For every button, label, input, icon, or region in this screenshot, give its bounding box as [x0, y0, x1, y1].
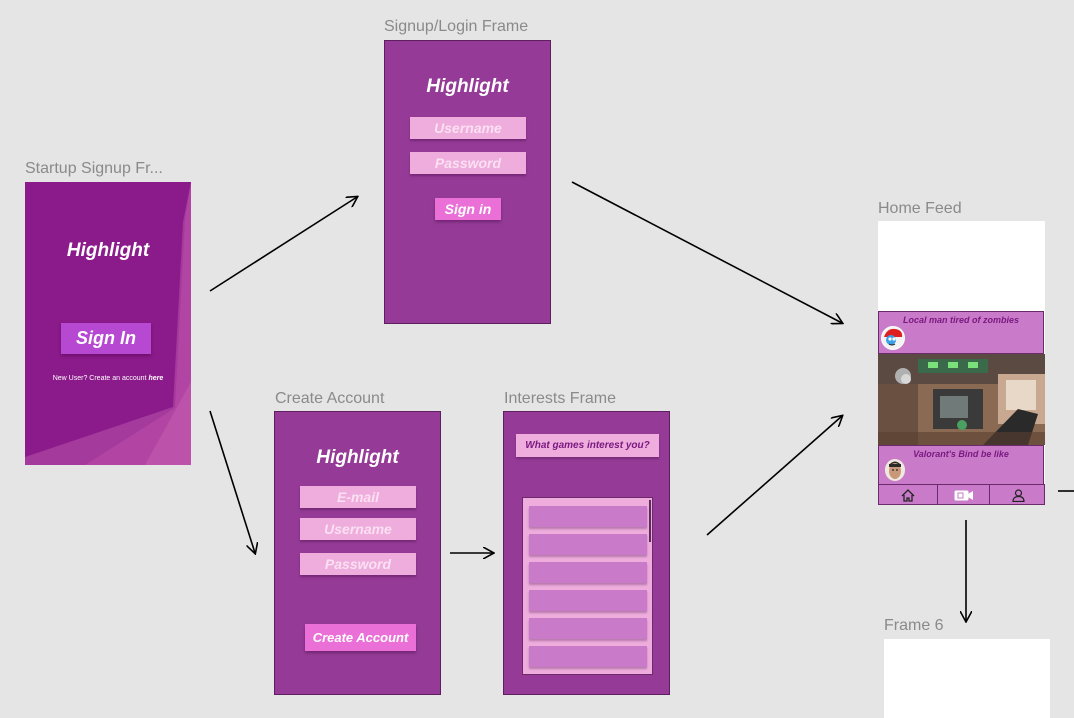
create-account-frame-label: Create Account	[275, 390, 385, 407]
new-user-text: New User? Create an account here	[25, 375, 191, 382]
app-title: Highlight	[426, 76, 509, 97]
frame6-label: Frame 6	[884, 617, 944, 634]
startup-signup-frame: Highlight Sign In New User? Create an ac…	[25, 182, 191, 465]
username-field[interactable]: Username	[410, 117, 526, 139]
flow-arrow	[209, 410, 255, 553]
startup-frame-label: Startup Signup Fr...	[25, 160, 163, 177]
interest-item[interactable]	[529, 646, 647, 667]
email-field[interactable]: E-mail	[300, 486, 416, 508]
frame-6	[884, 639, 1050, 718]
video-camera-icon	[954, 490, 973, 501]
password-field[interactable]: Password	[300, 553, 416, 575]
post-media-image[interactable]	[878, 354, 1045, 445]
user-icon	[1011, 488, 1025, 502]
create-account-button[interactable]: Create Account	[305, 624, 416, 651]
feed-post[interactable]: Local man tired of zombies	[878, 311, 1044, 354]
interest-item[interactable]	[529, 618, 647, 639]
interest-item[interactable]	[529, 534, 647, 555]
avatar[interactable]	[885, 459, 905, 481]
flow-arrow	[571, 181, 842, 323]
login-frame-label: Signup/Login Frame	[384, 18, 529, 35]
interests-frame: What games interest you?	[503, 411, 670, 695]
interests-list[interactable]	[522, 497, 653, 675]
login-frame: Highlight Username Password Sign in	[384, 40, 551, 324]
app-title: Highlight	[316, 447, 399, 468]
password-field[interactable]: Password	[410, 152, 526, 174]
nav-profile[interactable]	[990, 485, 1045, 505]
create-account-frame: Highlight E-mail Username Password Creat…	[274, 411, 441, 695]
interests-question: What games interest you?	[516, 434, 659, 457]
sign-in-button[interactable]: Sign In	[61, 323, 151, 354]
app-title: Highlight	[66, 240, 150, 261]
interest-item[interactable]	[529, 562, 647, 583]
interests-frame-label: Interests Frame	[504, 390, 617, 407]
feed-post[interactable]: Valorant's Bind be like	[878, 445, 1044, 485]
home-icon	[901, 488, 915, 502]
home-feed-frame-label: Home Feed	[878, 200, 962, 217]
flow-arrow	[209, 197, 357, 292]
sign-in-button[interactable]: Sign in	[435, 198, 501, 220]
post-title: Valorant's Bind be like	[913, 449, 1009, 459]
scrollbar[interactable]	[649, 500, 651, 542]
home-feed-frame: Local man tired of zombies	[878, 221, 1045, 505]
nav-video[interactable]	[938, 485, 990, 505]
interest-item[interactable]	[529, 506, 647, 527]
username-field[interactable]: Username	[300, 518, 416, 540]
post-title: Local man tired of zombies	[902, 315, 1020, 325]
create-account-here-link[interactable]: here	[148, 375, 164, 382]
startup-background-shapes	[25, 182, 191, 465]
avatar-image	[885, 459, 905, 481]
nav-home[interactable]	[879, 485, 938, 505]
bottom-nav-bar	[878, 484, 1045, 505]
flow-arrow	[706, 416, 842, 536]
avatar-image	[882, 327, 904, 349]
avatar[interactable]	[881, 326, 905, 350]
interest-item[interactable]	[529, 590, 647, 611]
game-screenshot	[878, 354, 1045, 445]
new-user-prompt: New User? Create an account	[52, 375, 149, 382]
